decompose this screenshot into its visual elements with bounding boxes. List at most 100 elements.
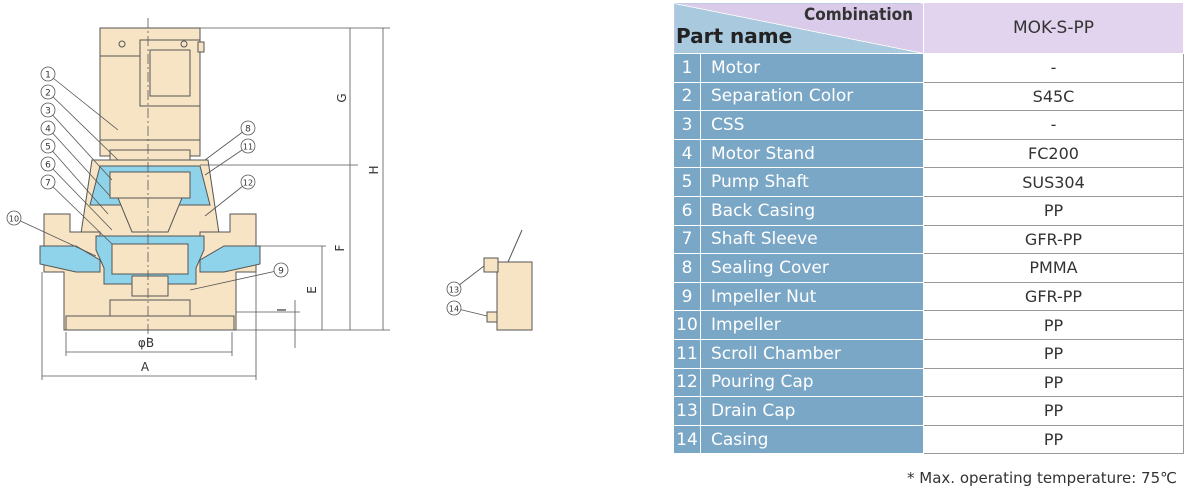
part-name: Motor Stand (700, 138, 924, 169)
callout-number: 4 (45, 125, 51, 135)
part-number: 5 (673, 167, 701, 197)
side-view (483, 229, 533, 331)
callout-number: 9 (278, 267, 284, 277)
part-material: - (923, 110, 1184, 140)
part-number: 8 (673, 253, 701, 283)
callout-circle (40, 120, 56, 136)
part-name: Impeller (700, 310, 924, 340)
callout-leader (204, 181, 249, 217)
part-number: 13 (673, 396, 701, 426)
dim-label-g: G (335, 93, 349, 102)
dim-label-f: F (333, 244, 347, 251)
callout-number: 3 (45, 107, 51, 117)
callout-leader (204, 145, 249, 176)
footnote: * Max. operating temperature: 75℃ (907, 469, 1177, 487)
callout-circle (40, 102, 56, 118)
part-number: 1 (673, 53, 701, 83)
callout-leader (13, 217, 97, 257)
callout-leader (47, 181, 113, 245)
callout-circle (446, 300, 462, 316)
callout-number: 14 (449, 305, 459, 314)
callout-circle (446, 281, 462, 297)
casing (39, 213, 261, 331)
dim-label-i: I (275, 308, 289, 312)
part-name: Back Casing (700, 195, 924, 226)
callout-number: 11 (243, 143, 253, 152)
callout-circle (40, 84, 56, 100)
dim-label-e: E (305, 286, 319, 294)
callout-leader (47, 109, 113, 181)
part-number: 2 (673, 81, 701, 112)
callout-number: 10 (9, 215, 19, 224)
part-material: PP (923, 396, 1184, 426)
callout-leader (47, 73, 119, 131)
callout-number: 8 (245, 125, 251, 135)
part-material: PP (923, 338, 1184, 369)
part-name: CSS (700, 110, 924, 140)
part-material: PP (923, 195, 1184, 226)
motor (99, 27, 205, 165)
part-number: 11 (673, 338, 701, 369)
callout-number: 5 (45, 143, 51, 153)
part-name: Shaft Sleeve (700, 224, 924, 255)
part-number: 14 (673, 424, 701, 455)
part-material: SUS304 (923, 167, 1184, 197)
callout-leader (47, 91, 119, 161)
dim-label-a: A (141, 360, 150, 374)
part-name: Pouring Cap (700, 367, 924, 398)
callout-circle (40, 156, 56, 172)
part-number: 4 (673, 138, 701, 169)
callout-leader (189, 269, 282, 291)
callout-leader (47, 163, 113, 231)
callout-number: 12 (243, 179, 253, 188)
part-material: GFR-PP (923, 281, 1184, 312)
part-name: Scroll Chamber (700, 338, 924, 369)
part-material: PP (923, 367, 1184, 398)
part-name: Impeller Nut (700, 281, 924, 312)
callout-circle (273, 262, 289, 278)
callout-circle (240, 120, 256, 136)
part-name: Drain Cap (700, 396, 924, 426)
part-material: PMMA (923, 253, 1184, 283)
part-material: - (923, 53, 1184, 83)
part-material: S45C (923, 81, 1184, 112)
part-number: 6 (673, 195, 701, 226)
part-number: 7 (673, 224, 701, 255)
part-number: 12 (673, 367, 701, 398)
callout-circle (240, 138, 256, 154)
part-name: Casing (700, 424, 924, 455)
part-name: Pump Shaft (700, 167, 924, 197)
part-material: PP (923, 310, 1184, 340)
header-combination: Combination (803, 5, 913, 25)
part-material: GFR-PP (923, 224, 1184, 255)
dim-label-h: H (367, 165, 381, 174)
callout-circle (6, 210, 22, 226)
part-number: 9 (673, 281, 701, 312)
callout-number: 7 (45, 179, 51, 189)
header-part-name-cell: Combination Part name (673, 2, 924, 54)
callout-leader (47, 127, 111, 197)
part-material: PP (923, 424, 1184, 455)
part-number: 10 (673, 310, 701, 340)
dimension-lines (41, 27, 390, 380)
callout-circle (240, 174, 256, 190)
part-name: Sealing Cover (700, 253, 924, 283)
callout-number: 1 (45, 71, 51, 81)
part-number: 3 (673, 110, 701, 140)
header-model: MOK-S-PP (923, 2, 1184, 54)
